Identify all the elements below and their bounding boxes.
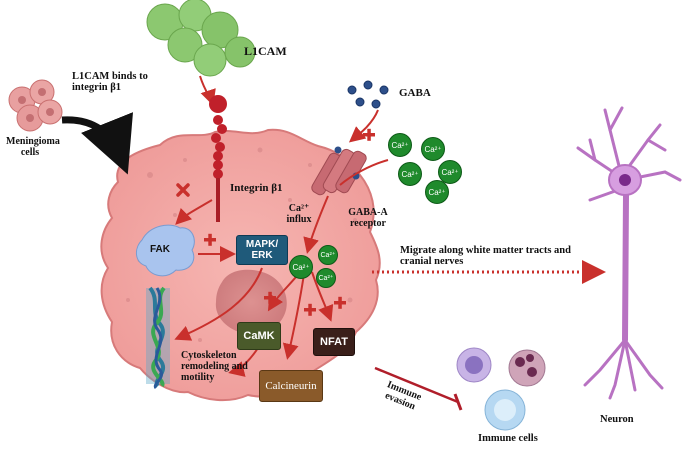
ca-ion: Ca²⁺ — [421, 137, 445, 161]
meningioma-cells-icon — [8, 79, 63, 132]
ca-to-nfat-arrow — [311, 271, 334, 322]
l1cam-cluster — [146, 0, 256, 77]
immune-cells-label: Immune cells — [478, 433, 538, 444]
ca-ion: Ca²⁺ — [388, 133, 412, 157]
plus-icons-inner — [264, 291, 346, 316]
migrate-label: Migrate along white matter tracts and cr… — [400, 245, 571, 267]
l1cam-to-integrin-arrow — [199, 75, 216, 106]
neuron-label: Neuron — [600, 414, 634, 425]
ca-influx-arrow — [303, 195, 329, 254]
camk-box: CaMK — [237, 322, 281, 350]
integrin-to-fak-arrow — [175, 199, 213, 225]
cytoskeleton-fiber — [146, 286, 170, 390]
ca-ion-inner: Ca²⁺ — [318, 245, 338, 265]
x-inhibit-icon — [176, 183, 190, 197]
immune-cells-icons — [456, 347, 546, 431]
ca-ion-inner: Ca²⁺ — [316, 268, 336, 288]
gaba-molecules — [347, 80, 389, 109]
neuron-icon — [576, 106, 682, 400]
gaba-to-receptor-arrow — [348, 109, 379, 143]
cytoskeleton-label: Cytoskeleton remodeling and motility — [181, 350, 248, 383]
l1cam-label: L1CAM — [244, 44, 287, 58]
fak-label: FAK — [150, 244, 170, 255]
fak-protein — [136, 224, 195, 277]
nfat-box: NFAT — [313, 328, 355, 356]
calcineurin-box: Calcineurin — [259, 370, 323, 402]
meningioma-arrow — [61, 112, 133, 175]
ca-to-receptor-line — [339, 159, 389, 186]
plus-icon — [204, 233, 216, 246]
neuron-nucleus — [619, 174, 631, 186]
gaba-a-label: GABA-A receptor — [348, 207, 388, 229]
inhibit-bar — [453, 393, 463, 411]
immune-evasion-line — [374, 366, 459, 404]
gaba-label: GABA — [399, 87, 431, 99]
meningioma-cells-label: Meningioma cells — [6, 136, 60, 158]
integrin-label: Integrin β1 — [230, 182, 283, 194]
ca-ion-inner: Ca²⁺ — [289, 255, 313, 279]
ca-ion: Ca²⁺ — [425, 180, 449, 204]
camk-to-cytoskeleton-arrow — [228, 347, 259, 377]
l1cam-binds-label: L1CAM binds to integrin β1 — [72, 71, 148, 93]
plus-icon — [363, 128, 375, 141]
ca-influx-label: Ca²⁺ influx — [286, 203, 312, 225]
mapk-to-cytoskeleton-arrow — [174, 267, 263, 341]
ca-ion: Ca²⁺ — [438, 160, 462, 184]
ca-to-calcineurin-arrow — [282, 273, 305, 360]
mapk-erk-box: MAPK/ ERK — [236, 235, 288, 265]
integrin-beta1-receptor — [209, 95, 227, 218]
ca-ion: Ca²⁺ — [398, 162, 422, 186]
nucleus — [215, 269, 287, 335]
